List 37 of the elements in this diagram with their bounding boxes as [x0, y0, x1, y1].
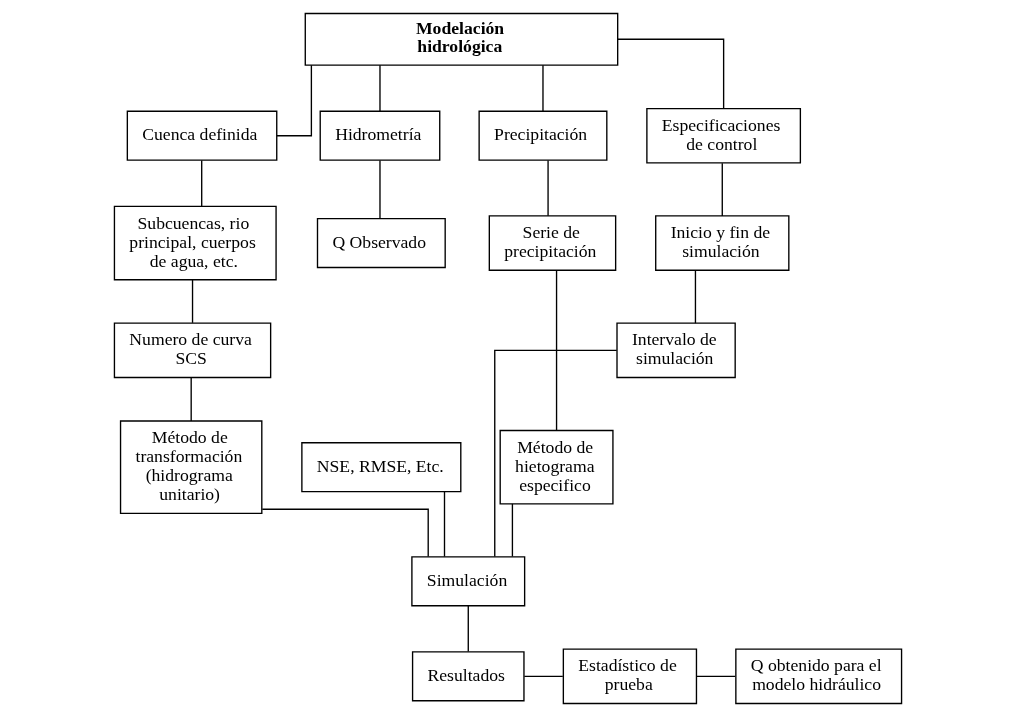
connector — [190, 377, 192, 422]
node-box: Estadístico de prueba — [562, 648, 698, 705]
node-box: Simulación — [411, 556, 526, 607]
connector — [379, 64, 381, 112]
node-box: Subcuencas, rio principal, cuerpos de agua, etc. — [113, 205, 277, 281]
connector — [494, 349, 618, 558]
node-box: Serie de precipitación — [488, 215, 617, 271]
node-box: Intervalo de simulación — [616, 322, 736, 379]
node-box: Q obtenido para el modelo hidráulico — [735, 648, 903, 705]
connector — [276, 64, 313, 137]
connector — [542, 64, 544, 112]
connector — [261, 508, 429, 558]
node-box: Especificaciones de control — [646, 107, 802, 164]
connector — [694, 270, 697, 324]
node-box: Cuenca definida — [126, 110, 278, 161]
connector — [191, 279, 194, 324]
node-box: Método de hietograma especifico — [499, 429, 614, 505]
connector — [555, 269, 558, 431]
connector — [617, 38, 725, 110]
connector — [443, 491, 446, 558]
node-box: Precipitación — [478, 110, 608, 161]
node-box: Q Observado — [316, 217, 446, 269]
node-box: Método de transformación (hidrograma unitario) — [119, 420, 263, 515]
node-box: Inicio y fin de simulación — [655, 215, 790, 271]
connector — [201, 159, 203, 207]
connector — [547, 159, 549, 217]
node-box: Hidrometría — [319, 110, 441, 161]
connector — [523, 675, 564, 677]
connector — [511, 503, 514, 558]
connector — [695, 675, 736, 677]
node-box: Modelación hidrológica — [304, 12, 619, 66]
node-box: Numero de curva SCS — [113, 322, 272, 379]
node-box: Resultados — [411, 651, 525, 702]
node-box: NSE, RMSE, Etc. — [301, 442, 462, 493]
connector — [721, 162, 723, 217]
connector — [379, 159, 381, 219]
connector — [467, 605, 469, 653]
